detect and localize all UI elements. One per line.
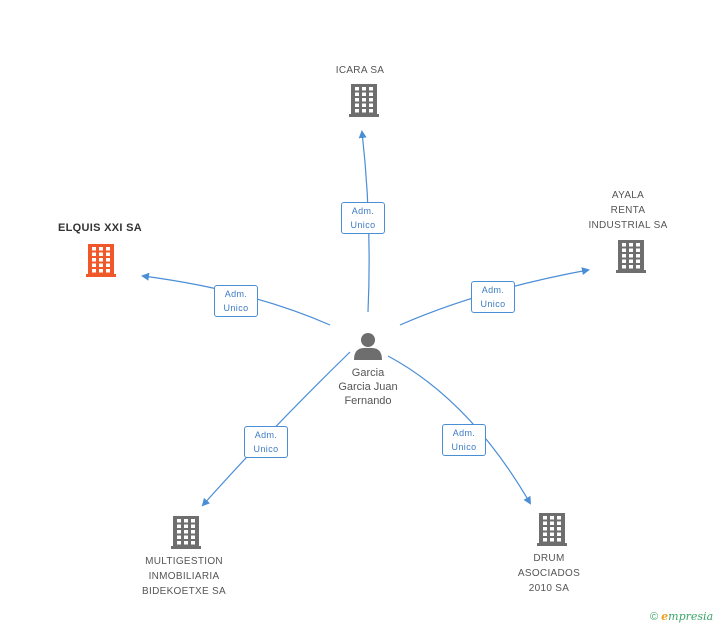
person-label[interactable]: Garcia Garcia Juan Fernando (338, 367, 398, 407)
brand-rest: mpresia (668, 610, 714, 623)
brand-logo[interactable]: empresia (661, 610, 713, 623)
node-label-multigestion[interactable]: MULTIGESTION INMOBILIARIA BIDEKOETXE SA (142, 556, 226, 597)
node-label-icara[interactable]: ICARA SA (335, 65, 385, 76)
node-label-drum[interactable]: DRUM ASOCIADOS 2010 SA (517, 553, 581, 594)
brand-initial: e (661, 610, 669, 623)
building-icon[interactable] (616, 240, 646, 273)
copyright-symbol: © (650, 611, 659, 623)
edge-label-elquis: Adm. Unico (214, 285, 258, 317)
person-icon[interactable] (354, 333, 382, 360)
edge-label-multigestion: Adm. Unico (244, 426, 288, 458)
edge-label-line1: Adm. (351, 206, 375, 216)
edge-label-drum: Adm. Unico (442, 424, 486, 456)
edge-label-line2: Unico (350, 220, 376, 230)
edge-label-line1: Adm. (481, 285, 505, 295)
node-label-elquis[interactable]: ELQUIS XXI SA (58, 222, 142, 234)
building-icon[interactable] (171, 516, 201, 549)
edge-label-line2: Unico (480, 299, 506, 309)
edge-label-icara: Adm. Unico (341, 202, 385, 234)
building-icon[interactable] (86, 244, 116, 277)
footer-brand: © empresia (650, 610, 713, 623)
edge-label-line2: Unico (253, 444, 279, 454)
edge-label-line2: Unico (223, 303, 249, 313)
node-label-ayala[interactable]: AYALA RENTA INDUSTRIAL SA (588, 190, 668, 231)
edge-label-line1: Adm. (452, 428, 476, 438)
edge-label-line2: Unico (451, 442, 477, 452)
building-icon[interactable] (537, 513, 567, 546)
edge-line-drum (387, 355, 532, 505)
edge-label-ayala: Adm. Unico (471, 281, 515, 313)
building-icon[interactable] (349, 84, 379, 117)
edge-label-line1: Adm. (254, 430, 278, 440)
edge-label-line1: Adm. (224, 289, 248, 299)
